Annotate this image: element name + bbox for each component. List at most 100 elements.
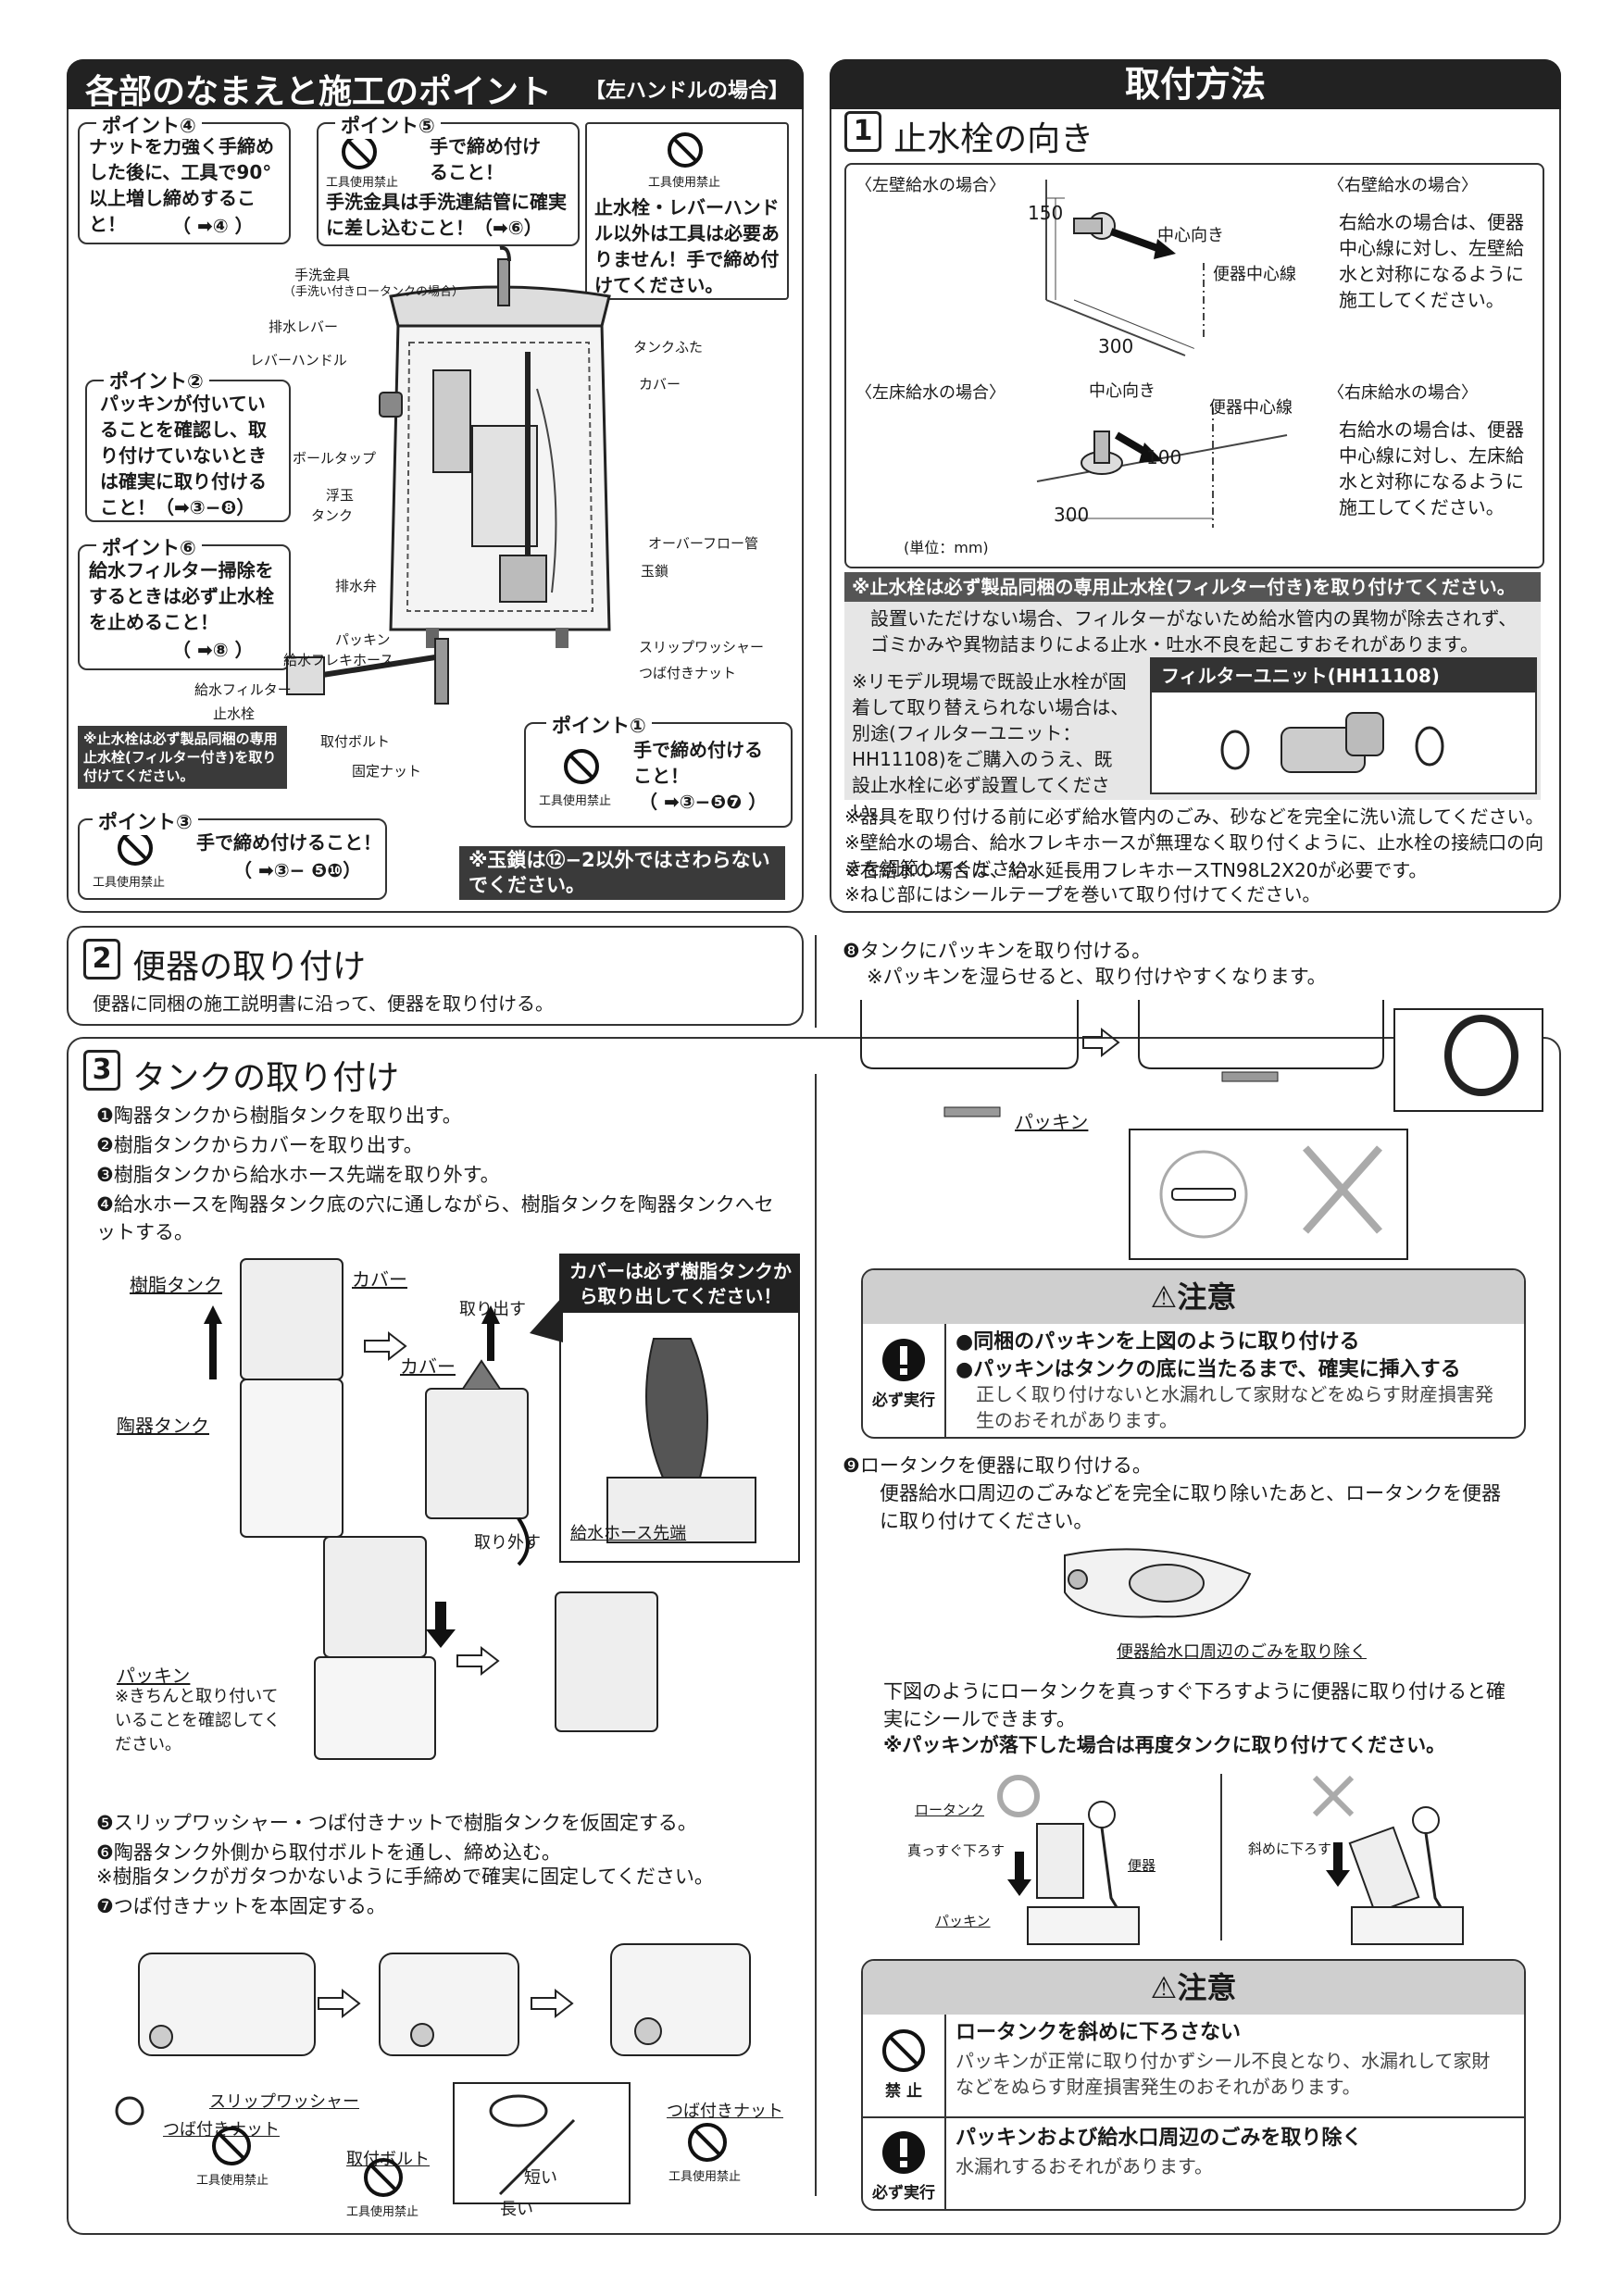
wall-supply-diagram	[1045, 180, 1205, 356]
point4-text: ナットを力強く手締めした後に、工具で90°以上増し締めすること！	[89, 135, 274, 235]
label-remove: 取り外す	[474, 1533, 541, 1553]
caution-1-line2: ●パッキンはタンクの底に当たるまで、確実に挿入する	[956, 1358, 1461, 1381]
part-chain: 玉鎖	[641, 563, 669, 580]
center-line-wall: 便器中心線	[1213, 265, 1296, 284]
label-short: 短い	[524, 2168, 557, 2188]
notool-label-6: 工具使用禁止	[346, 2205, 419, 2219]
filter-note: ※止水栓は必ず製品同梱の専用止水栓(フィルター付き)を取り付けてください。	[78, 726, 287, 789]
toilet-top-illustration	[1064, 1548, 1252, 1618]
part-fix-nut: 固定ナット	[352, 763, 422, 780]
prohibited-icon	[882, 2029, 925, 2072]
point4-label: ポイント④	[96, 111, 202, 139]
notool-box: 工具使用禁止 止水栓・レバーハンドル以外は工具は必要ありません！手で締め付けてく…	[585, 122, 789, 300]
step9: ❾ロータンクを便器に取り付ける。	[843, 1454, 1152, 1477]
label-take-out: 取り出す	[459, 1300, 526, 1319]
label-packing-9: パッキン	[935, 1913, 991, 1929]
sec2-text: 便器に同梱の施工説明書に沿って、便器を取り付ける。	[93, 992, 554, 1015]
sec3-step7: ❼つば付きナットを本固定する。	[96, 1895, 386, 1917]
label-long: 長い	[500, 2200, 533, 2219]
point2-box: パッキンが付いていることを確認し、取り付けていないときは確実に取り付けること！（…	[85, 380, 291, 522]
part-cover: カバー	[639, 376, 681, 393]
cover-callout-text: カバーは必ず樹脂タンクから取り出してください！	[569, 1260, 792, 1307]
tank-cutaway-illustration	[379, 245, 611, 648]
point6-ref: （ ➡⑧ ）	[172, 639, 254, 661]
note-1: ※器具を取り付ける前に必ず給水管内のごみ、砂などを完全に洗い流してください。	[844, 805, 1544, 828]
floor-supply-diagram	[1036, 407, 1288, 528]
part-filter: 給水フィルター	[194, 681, 292, 698]
part-overflow: オーバーフロー管	[648, 535, 758, 552]
orientation-diagram-box	[844, 163, 1544, 568]
sec3-heading: 3 タンクの取り付け	[83, 1050, 399, 1099]
step8-note: ※パッキンを湿らせると、取り付けやすくなります。	[867, 966, 1327, 988]
filter-unit-box: フィルターユニット(HH11108)	[1150, 657, 1537, 794]
part-bolt: 取付ボルト	[320, 733, 391, 750]
sec3-step2: ❷樹脂タンクからカバーを取り出す。	[96, 1134, 423, 1156]
label-packing-8: パッキン	[1015, 1111, 1089, 1133]
sec2-panel	[67, 926, 804, 1026]
point1-label: ポイント①	[546, 711, 652, 739]
sec1-number: 1	[844, 111, 881, 152]
warn2-text: ※リモデル現場で既設止水栓が固着して取り替えられない場合は、別途(フィルターユニ…	[852, 670, 1130, 822]
notool-box-text: 止水栓・レバーハンドル以外は工具は必要ありません！手で締め付けてください。	[594, 196, 780, 296]
warn1-text: 設置いただけない場合、フィルターがないため給水管内の異物が除去されず、ゴミかみや…	[870, 607, 1518, 655]
filter-unit-label: フィルターユニット(HH11108)	[1161, 665, 1440, 687]
sec3-step4: ❹給水ホースを陶器タンク底の穴に通しながら、樹脂タンクを陶器タンクへセットする。	[96, 1193, 774, 1243]
point1-icon-label: 工具使用禁止	[539, 794, 612, 808]
install-panel-title: 取付方法	[1124, 64, 1266, 105]
part-stopcock: 止水栓	[213, 705, 256, 722]
parts-panel-header: 各部のなまえと施工のポイント 【左ハンドルの場合】	[67, 59, 804, 111]
dim-300-wall: 300	[1098, 335, 1134, 357]
no-tool-icon	[688, 2123, 727, 2162]
point3-label: ポイント③	[93, 807, 198, 835]
caution-1-line1: ●同梱のパッキンを上図のように取り付ける	[956, 1330, 1360, 1354]
caution-2-r2-text: 水漏れするおそれがあります。	[956, 2155, 1213, 2177]
label-cover-1: カバー	[352, 1268, 407, 1291]
no-tool-icon	[342, 134, 377, 169]
label-ceramic-tank: 陶器タンク	[117, 1415, 209, 1437]
tank-steps-illustration	[204, 1258, 658, 1760]
sec2-number: 2	[83, 939, 120, 980]
step8: ❽タンクにパッキンを取り付ける。	[843, 940, 1152, 962]
point2-text: パッキンが付いていることを確認し、取り付けていないときは確実に取り付けること！（…	[100, 393, 267, 518]
dim-100: 100	[1146, 446, 1182, 468]
label-diagonal: 斜めに下ろす	[1248, 1841, 1332, 1857]
parts-panel-title: 各部のなまえと施工のポイント	[85, 73, 553, 111]
part-flange-nut: つば付きナット	[639, 665, 737, 681]
no-tool-icon	[564, 749, 599, 784]
label-remove-dust: 便器給水口周辺のごみを取り除く	[1117, 1642, 1367, 1662]
dim-150: 150	[1028, 202, 1064, 224]
point5-box: 工具使用禁止 手で締め付けること！ 手洗金具は手洗連結管に確実に差し込むこと！（…	[317, 122, 580, 246]
point4-ref: （ ➡④ ）	[172, 215, 254, 237]
part-tearai: 手洗金具	[294, 267, 351, 283]
center-dir-floor: 中心向き	[1089, 381, 1156, 401]
unit-label: (単位：mm)	[904, 539, 989, 556]
part-lever: 排水レバー	[269, 318, 339, 335]
point6-box: 給水フィルター掃除をするときは必ず止水栓を止めること！ （ ➡⑧ ）	[78, 544, 291, 670]
caution-2-r1-text: パッキンが正常に取り付かずシール不良となり、水漏れして家財などをぬらす財産損害発…	[956, 2050, 1491, 2098]
caution-2-r2-head: パッキンおよび給水口周辺のごみを取り除く	[956, 2127, 1363, 2150]
left-wall-label: 〈左壁給水の場合〉	[856, 176, 1006, 195]
right-floor-text: 右給水の場合は、便器中心線に対し、左床給水と対称になるように施工してください。	[1339, 418, 1524, 518]
caution-1-icon-label: 必ず実行	[872, 1391, 935, 1410]
install-panel-header: 取付方法	[830, 59, 1561, 109]
filter-unit-illustration	[1220, 712, 1444, 773]
right-wall-label: 〈右壁給水の場合〉	[1328, 176, 1478, 195]
notool-box-icon-label: 工具使用禁止	[648, 176, 721, 190]
part-slip-washer: スリップワッシャー	[639, 639, 765, 655]
no-tool-icon	[668, 132, 703, 168]
left-floor-label: 〈左床給水の場合〉	[856, 383, 1006, 403]
point6-text: 給水フィルター掃除をするときは必ず止水栓を止めること！	[89, 559, 274, 633]
must-do-icon	[882, 1339, 925, 1381]
sec3-step6: ❻陶器タンク外側から取付ボルトを通し、締め込む。	[96, 1841, 561, 1864]
point4-box: ナットを力強く手締めした後に、工具で90°以上増し締めすること！ （ ➡④ ）	[78, 122, 291, 244]
part-drain-valve: 排水弁	[335, 578, 378, 594]
straight-down-illustration	[997, 1775, 1141, 1945]
point1-text: 手で締め付けること！	[633, 739, 763, 787]
note-4: ※ねじ部にはシールテープを巻いて取り付けてください。	[844, 883, 1321, 905]
no-tool-icon	[212, 2127, 251, 2165]
no-tool-icon	[364, 2158, 403, 2197]
part-handle: レバーハンドル	[250, 352, 347, 368]
sec3-title: タンクの取り付け	[132, 1058, 400, 1097]
label-resin-tank: 樹脂タンク	[130, 1274, 222, 1296]
point3-icon-label: 工具使用禁止	[93, 876, 166, 890]
